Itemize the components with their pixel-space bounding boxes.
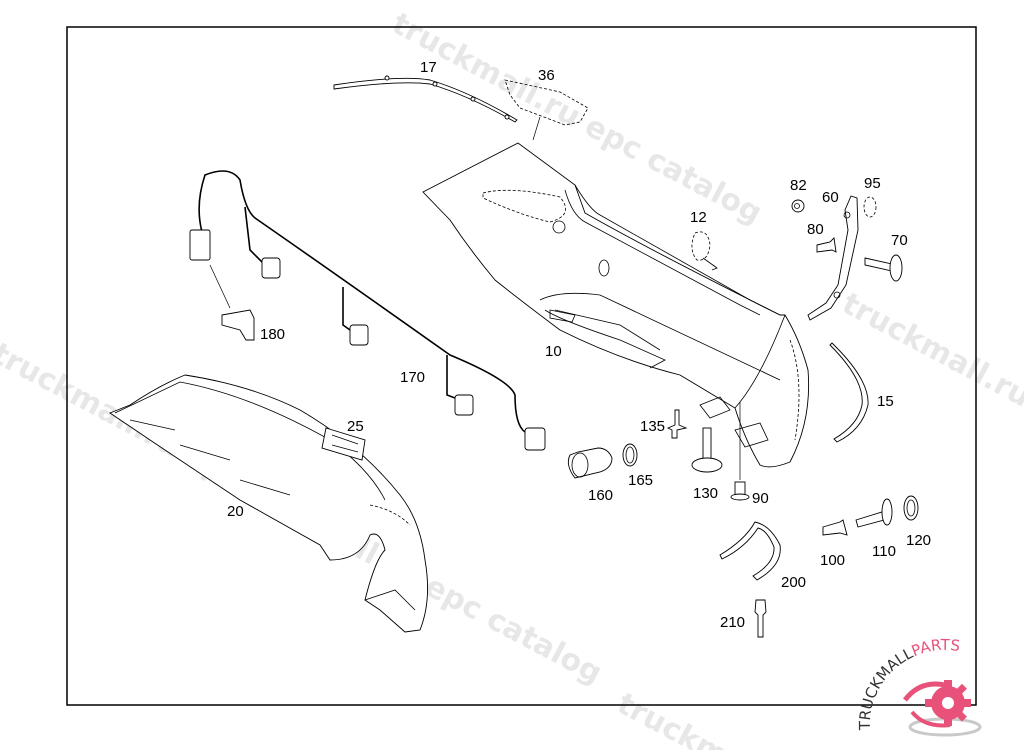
part-165-ring[interactable]	[622, 443, 638, 467]
callout-130[interactable]: 130	[693, 485, 718, 502]
part-12-cover-cap[interactable]	[691, 231, 718, 271]
callout-135[interactable]: 135	[640, 418, 665, 435]
callout-25[interactable]: 25	[347, 418, 364, 435]
callout-95[interactable]: 95	[864, 175, 881, 192]
part-25-bracket[interactable]	[321, 427, 366, 461]
callout-70[interactable]: 70	[891, 232, 908, 249]
logo-text-dark: TRUCKMALL	[856, 644, 917, 731]
callout-17[interactable]: 17	[420, 59, 437, 76]
part-90-spreading-nut[interactable]	[730, 402, 750, 501]
callout-80[interactable]: 80	[807, 221, 824, 238]
callout-82[interactable]: 82	[790, 177, 807, 194]
gear-icon	[925, 680, 971, 726]
part-17-trim-strip[interactable]	[333, 75, 518, 123]
callout-210[interactable]: 210	[720, 614, 745, 631]
watermark-text: truckmall.ru epc	[611, 686, 873, 750]
part-95-washer[interactable]	[863, 196, 877, 218]
callout-120[interactable]: 120	[906, 532, 931, 549]
part-210-clip[interactable]	[754, 599, 767, 638]
part-82-nut[interactable]	[791, 199, 805, 213]
part-200-trim-strip[interactable]	[719, 521, 781, 581]
callout-60[interactable]: 60	[822, 189, 839, 206]
part-180-holder[interactable]	[209, 264, 255, 341]
part-135-rivet[interactable]	[666, 409, 688, 439]
truckmall-parts-logo: TRUCKMALLPARTS	[856, 636, 982, 737]
part-20-diffuser-panel[interactable]	[109, 374, 429, 633]
part-70-screw[interactable]	[864, 254, 903, 282]
part-170-wiring-harness[interactable]	[189, 170, 546, 451]
callout-170[interactable]: 170	[400, 369, 425, 386]
part-36-reflector[interactable]	[504, 79, 589, 141]
callout-180[interactable]: 180	[260, 326, 285, 343]
callout-36[interactable]: 36	[538, 67, 555, 84]
callout-165[interactable]: 165	[628, 472, 653, 489]
part-160-parking-sensor[interactable]	[567, 447, 613, 479]
part-10-bumper-cover[interactable]	[422, 142, 810, 468]
callout-90[interactable]: 90	[752, 490, 769, 507]
part-120-grommet[interactable]	[903, 495, 919, 521]
callout-10[interactable]: 10	[545, 343, 562, 360]
callout-200[interactable]: 200	[781, 574, 806, 591]
part-15-trim-strip[interactable]	[829, 342, 869, 443]
part-80-clip[interactable]	[816, 237, 837, 253]
part-100-clip[interactable]	[822, 519, 848, 536]
diagram-frame	[66, 26, 977, 706]
callout-12[interactable]: 12	[690, 209, 707, 226]
part-60-bracket[interactable]	[807, 195, 859, 321]
part-130-screw[interactable]	[691, 427, 723, 473]
part-110-screw[interactable]	[855, 498, 893, 528]
callout-15[interactable]: 15	[877, 393, 894, 410]
logo-text-accent: PARTS	[909, 636, 961, 660]
callout-160[interactable]: 160	[588, 487, 613, 504]
callout-20[interactable]: 20	[227, 503, 244, 520]
callout-labels: 17 36 12 82 60 95 80 70 180 10 170 15 25…	[227, 59, 931, 631]
callout-110[interactable]: 110	[872, 543, 896, 560]
callout-100[interactable]: 100	[820, 552, 845, 569]
